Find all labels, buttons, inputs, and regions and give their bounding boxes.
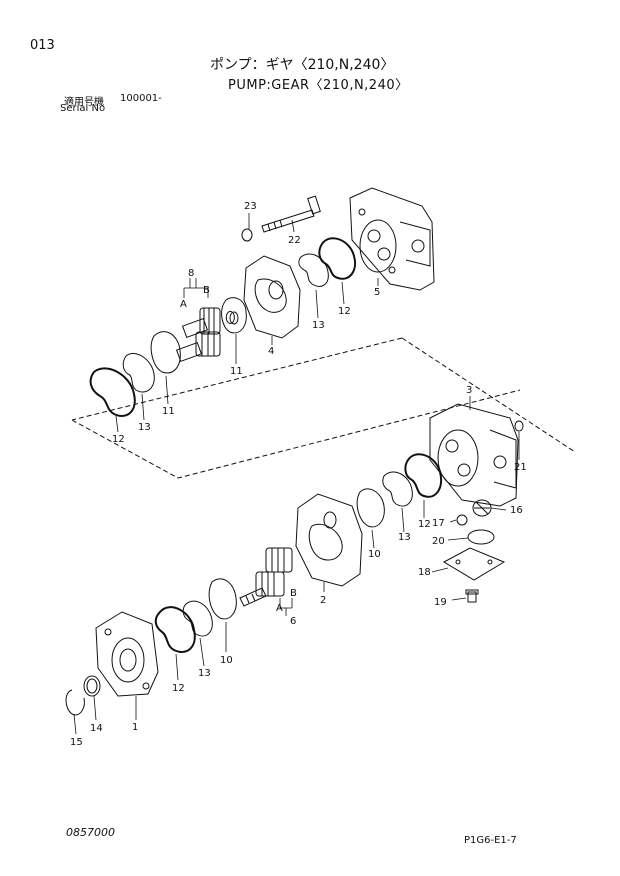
callout-8: 8 bbox=[188, 268, 194, 279]
callout-3: 3 bbox=[466, 385, 472, 396]
o-ring-part bbox=[456, 514, 468, 526]
front-cover-part bbox=[95, 611, 159, 697]
callout-12: 12 bbox=[338, 306, 351, 317]
o-ring-part bbox=[467, 529, 495, 545]
callout-23: 23 bbox=[244, 201, 257, 212]
callout-12: 12 bbox=[112, 434, 125, 445]
callout-19: 19 bbox=[434, 597, 447, 608]
callout-20: 20 bbox=[432, 536, 445, 547]
snap-ring-part bbox=[65, 689, 85, 716]
title-japanese: ポンプ：ギヤ〈210,N,240〉 bbox=[210, 57, 395, 73]
callout-5: 5 bbox=[374, 287, 380, 298]
callout-12: 12 bbox=[172, 683, 185, 694]
callout-6: 6 bbox=[290, 616, 296, 627]
leader-lines bbox=[73, 213, 520, 735]
serial-label-english: Serial No bbox=[60, 103, 106, 114]
serial-label-japanese: 適用号機 bbox=[64, 97, 104, 108]
callout-12: 12 bbox=[418, 519, 431, 530]
callout-18: 18 bbox=[418, 567, 431, 578]
callout-11: 11 bbox=[162, 406, 175, 417]
title-english: PUMP:GEAR〈210,N,240〉 bbox=[228, 78, 409, 93]
callout-1: 1 bbox=[132, 722, 138, 733]
gear-housing-part bbox=[243, 255, 301, 339]
callout-10: 10 bbox=[220, 655, 233, 666]
callout-4: 4 bbox=[268, 346, 274, 357]
callout-13: 13 bbox=[312, 320, 325, 331]
callout-B: B bbox=[290, 588, 297, 599]
seal-ring-part bbox=[154, 606, 196, 653]
footer-code-left: 0857000 bbox=[66, 826, 115, 839]
backup-ring-part bbox=[182, 600, 213, 637]
backup-ring-part bbox=[298, 253, 329, 287]
seal-ring-part bbox=[404, 453, 442, 498]
strainer-part bbox=[472, 499, 492, 517]
side-plate-part bbox=[221, 297, 247, 334]
rear-cover-part bbox=[349, 187, 435, 291]
drive-gear-shaft-part bbox=[239, 547, 293, 607]
dashed-section-boundary bbox=[71, 337, 576, 479]
gear-shaft-assembly-part bbox=[175, 307, 221, 363]
seal-ring-part bbox=[89, 367, 136, 417]
gear-housing-part bbox=[295, 493, 363, 587]
cover-bolt-part bbox=[465, 589, 479, 603]
callout-16: 16 bbox=[510, 505, 523, 516]
oil-seal-part bbox=[83, 675, 101, 697]
callout-22: 22 bbox=[288, 235, 301, 246]
callout-21: 21 bbox=[514, 462, 527, 473]
seal-ring-part bbox=[318, 237, 356, 280]
callout-A: A bbox=[180, 299, 187, 310]
side-plate-part bbox=[356, 488, 385, 528]
backup-ring-part bbox=[122, 352, 155, 393]
callout-11: 11 bbox=[230, 366, 243, 377]
callout-10: 10 bbox=[368, 549, 381, 560]
backup-ring-part bbox=[382, 471, 413, 507]
page-number: 013 bbox=[30, 38, 55, 53]
callout-A: A bbox=[276, 603, 283, 614]
callout-2: 2 bbox=[320, 595, 326, 606]
side-plate-hole bbox=[229, 311, 239, 325]
callout-17: 17 bbox=[432, 518, 445, 529]
rear-housing-part bbox=[429, 403, 519, 507]
plug-part bbox=[514, 420, 524, 432]
callout-B: B bbox=[203, 285, 210, 296]
bolt-part bbox=[261, 195, 321, 233]
cover-plate-part bbox=[442, 547, 506, 581]
serial-value: 100001- bbox=[120, 93, 162, 104]
side-plate-part bbox=[150, 331, 181, 374]
washer-part bbox=[241, 228, 253, 242]
callout-14: 14 bbox=[90, 723, 103, 734]
callout-15: 15 bbox=[70, 737, 83, 748]
callout-13: 13 bbox=[138, 422, 151, 433]
callout-13: 13 bbox=[398, 532, 411, 543]
footer-code-right: P1G6-E1-7 bbox=[464, 835, 517, 846]
side-plate-part bbox=[208, 578, 237, 620]
oil-seal-inner bbox=[86, 678, 98, 694]
callout-13: 13 bbox=[198, 668, 211, 679]
